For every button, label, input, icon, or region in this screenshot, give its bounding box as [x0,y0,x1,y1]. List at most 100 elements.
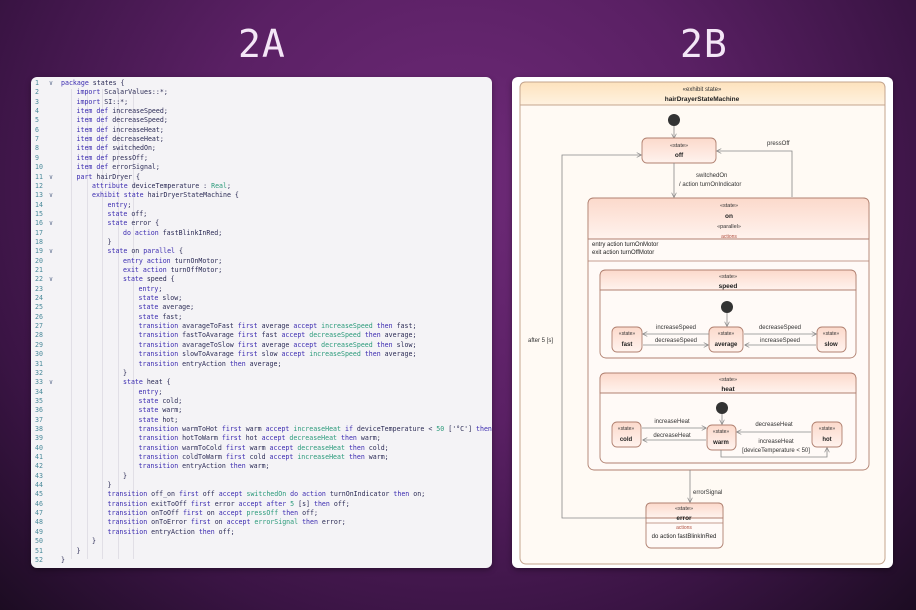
code-line[interactable]: 16∨state error { [31,219,492,228]
code-line[interactable]: 8 item def switchedOn; [31,144,492,153]
code-line[interactable]: 18 } [31,238,492,247]
code-line[interactable]: 44 } [31,481,492,490]
code-token: off [202,490,219,499]
code-line[interactable]: 7 item def decreaseHeat; [31,135,492,144]
code-line[interactable]: 37 state hot; [31,416,492,425]
state-on-name: on [725,213,733,220]
code-line[interactable]: 17 do action fastBlinkInRed; [31,229,492,238]
line-number: 11 [35,172,43,181]
code-token: slowToAvarage [182,350,238,359]
fold-chevron-icon[interactable]: ∨ [49,378,53,387]
code-line[interactable]: 46 transition exitToOff first error acce… [31,500,492,509]
fold-chevron-icon[interactable]: ∨ [49,219,53,228]
code-line[interactable]: 40 transition warmToCold first warm acce… [31,444,492,453]
code-line[interactable]: 35 state cold; [31,397,492,406]
code-line[interactable]: 21 exit action turnOffMotor; [31,266,492,275]
code-line[interactable]: 47 transition onToOff first on accept pr… [31,509,492,518]
line-number: 32 [35,368,43,377]
code-line[interactable]: 32 } [31,369,492,378]
code-line[interactable]: 28 transition fastToAvarage first fast a… [31,331,492,340]
code-line[interactable]: 3 import SI::*; [31,98,492,107]
label-press-off: pressOff [767,141,790,147]
code-line[interactable]: 5 item def decreaseSpeed; [31,116,492,125]
state-off[interactable]: «state» off [641,137,717,164]
code-token: ['°C'] [444,424,477,433]
code-line[interactable]: 4 item def increaseSpeed; [31,107,492,116]
code-token: cold; [162,396,183,405]
state-speed[interactable]: «state» speed [599,269,857,359]
code-line[interactable]: 27 transition avarageToFast first averag… [31,322,492,331]
code-line[interactable]: 20 entry action turnOnMotor; [31,257,492,266]
fold-chevron-icon[interactable]: ∨ [49,275,53,284]
state-speed-stereotype: «state» [719,274,737,280]
code-token: accept [269,453,298,461]
code-line[interactable]: 1∨package states { [31,79,492,88]
state-average[interactable]: «state» average [708,326,744,353]
line-number: 45 [35,490,43,499]
code-token: onToOff [151,509,183,518]
fold-gutter [49,444,61,453]
state-heat[interactable]: «state» heat [599,372,857,464]
code-line[interactable]: 10 item def errorSignal; [31,163,492,172]
state-fast[interactable]: «state» fast [611,326,643,353]
frame-stereotype: «exhibit state» [683,87,722,93]
code-token: fast; [162,312,183,321]
code-line[interactable]: 34 entry; [31,388,492,397]
code-line[interactable]: 42 transition entryAction then warm; [31,462,492,471]
label-hot-to-warm: decreaseHeat [755,422,793,428]
code-line[interactable]: 25 state average; [31,303,492,312]
code-line[interactable]: 33∨state heat { [31,378,492,387]
code-line[interactable]: 43 } [31,472,492,481]
state-slow[interactable]: «state» slow [816,326,847,353]
code-line[interactable]: 48 transition onToError first on accept … [31,518,492,527]
label-slow-to-avg: increaseSpeed [760,338,800,344]
code-line[interactable]: 6 item def increaseHeat; [31,126,492,135]
code-line[interactable]: 36 state warm; [31,406,492,415]
code-line[interactable]: 13∨exhibit state hairDryerStateMachine { [31,191,492,200]
code-editor[interactable]: 1∨package states {2 import ScalarValues:… [31,77,492,568]
code-token: warm; [368,453,389,461]
state-cold[interactable]: «state» cold [611,421,642,448]
state-error[interactable]: «state» error actions do action fastBlin… [645,502,724,549]
code-token: ; [227,181,231,190]
fold-gutter [49,518,61,527]
code-token: then [476,424,492,433]
code-line[interactable]: 52 } [31,556,492,565]
code-line[interactable]: 38 transition warmToHot first warm accep… [31,425,492,434]
code-line[interactable]: 31 transition entryAction then average; [31,360,492,369]
line-number: 9 [35,153,39,162]
code-line[interactable]: 51 } [31,547,492,556]
code-line[interactable]: 2 import ScalarValues::*; [31,88,492,97]
code-line[interactable]: 39 transition hotToWarm first hot accept… [31,434,492,443]
code-line[interactable]: 9 item def pressOff; [31,154,492,163]
fold-chevron-icon[interactable]: ∨ [49,247,53,256]
code-token: slow [261,350,282,359]
code-token: then [348,443,369,452]
code-line[interactable]: 11∨part hairDryer { [31,173,492,182]
code-line[interactable]: 23 entry; [31,285,492,294]
code-line[interactable]: 29 transition avarageToSlow first averag… [31,341,492,350]
code-line[interactable]: 26 state fast; [31,313,492,322]
state-warm[interactable]: «state» warm [706,424,737,451]
fold-chevron-icon[interactable]: ∨ [49,191,53,200]
fold-gutter [49,266,61,275]
code-line[interactable]: 15 state off; [31,210,492,219]
code-token: state [138,396,163,405]
code-token: item def [76,163,113,172]
code-token: state [123,275,147,284]
code-line[interactable]: 41 transition coldToWarm first cold acce… [31,453,492,462]
code-line[interactable]: 30 transition slowToAvarage first slow a… [31,350,492,359]
code-line[interactable]: 45 transition off_on first off accept sw… [31,490,492,499]
fold-chevron-icon[interactable]: ∨ [49,172,53,181]
fold-chevron-icon[interactable]: ∨ [49,79,53,87]
code-line[interactable]: 22∨state speed { [31,275,492,284]
state-heat-stereotype: «state» [719,377,737,383]
code-line[interactable]: 50 } [31,537,492,546]
code-line[interactable]: 14 entry; [31,201,492,210]
code-line[interactable]: 24 state slow; [31,294,492,303]
code-line[interactable]: 49 transition entryAction then off; [31,528,492,537]
state-hot[interactable]: «state» hot [811,421,843,448]
code-line[interactable]: 19∨state on parallel { [31,247,492,256]
code-line[interactable]: 12 attribute deviceTemperature : Real; [31,182,492,191]
code-token: parallel [143,247,179,256]
